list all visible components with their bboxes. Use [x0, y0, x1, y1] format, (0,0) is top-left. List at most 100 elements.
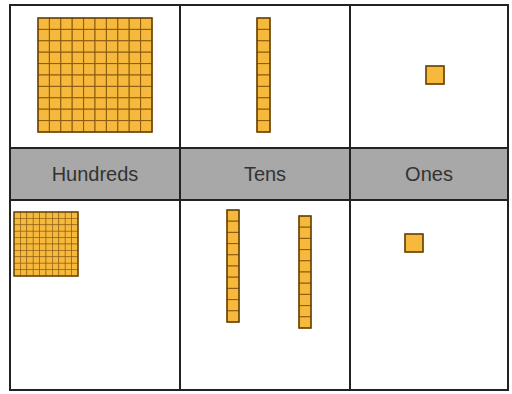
unit-square [52, 250, 58, 256]
row-line [10, 199, 508, 201]
unit-square [40, 263, 46, 269]
unit-square [129, 75, 140, 86]
unit-square [141, 109, 152, 120]
unit-square [106, 41, 117, 52]
unit-square [65, 212, 71, 218]
unit-square [46, 257, 52, 263]
unit-square [106, 52, 117, 63]
unit-square [299, 238, 311, 249]
unit-square [84, 121, 95, 132]
unit-square [27, 238, 33, 244]
unit-square [52, 270, 58, 276]
unit-square [14, 238, 20, 244]
unit-square [95, 86, 106, 97]
unit-square [27, 270, 33, 276]
unit-square [118, 41, 129, 52]
unit-square [40, 270, 46, 276]
unit-square [59, 218, 65, 224]
unit-square [72, 64, 83, 75]
unit-square [299, 294, 311, 305]
unit-square [106, 121, 117, 132]
unit-square [33, 238, 39, 244]
unit-square [46, 244, 52, 250]
unit-square [299, 272, 311, 283]
unit-square [38, 75, 49, 86]
unit-square [141, 18, 152, 29]
unit-square [20, 218, 26, 224]
unit-square [59, 257, 65, 263]
unit-square [84, 98, 95, 109]
unit-square [72, 121, 83, 132]
unit-square [61, 121, 72, 132]
column-header: Ones [350, 148, 508, 200]
unit-square [46, 231, 52, 237]
unit-square [40, 244, 46, 250]
unit-square [227, 300, 239, 311]
unit-square [61, 18, 72, 29]
unit-square [129, 109, 140, 120]
unit-square [84, 29, 95, 40]
unit-square [72, 86, 83, 97]
unit-square [129, 121, 140, 132]
unit-square [106, 98, 117, 109]
one-cube [405, 234, 423, 252]
unit-square [118, 52, 129, 63]
unit-square [59, 263, 65, 269]
unit-square [14, 270, 20, 276]
unit-square [38, 64, 49, 75]
unit-square [14, 218, 20, 224]
unit-square [49, 41, 60, 52]
unit-square [141, 86, 152, 97]
unit-square [141, 75, 152, 86]
unit-square [20, 225, 26, 231]
unit-square [72, 257, 78, 263]
unit-square [52, 238, 58, 244]
unit-square [20, 231, 26, 237]
unit-square [227, 288, 239, 299]
unit-square [49, 29, 60, 40]
unit-square [20, 270, 26, 276]
unit-square [257, 86, 270, 97]
unit-square [38, 52, 49, 63]
unit-square [49, 98, 60, 109]
unit-square [61, 109, 72, 120]
ten-rod [227, 210, 239, 322]
unit-square [61, 98, 72, 109]
unit-square [52, 218, 58, 224]
unit-square [49, 86, 60, 97]
unit-square [46, 270, 52, 276]
unit-square [27, 244, 33, 250]
unit-square [49, 121, 60, 132]
unit-square [59, 270, 65, 276]
unit-square [227, 266, 239, 277]
unit-square [27, 257, 33, 263]
unit-square [49, 75, 60, 86]
unit-square [27, 218, 33, 224]
unit-square [141, 64, 152, 75]
unit-square [65, 231, 71, 237]
unit-square [118, 86, 129, 97]
unit-square [257, 29, 270, 40]
unit-square [20, 244, 26, 250]
unit-square [141, 29, 152, 40]
unit-square [257, 41, 270, 52]
unit-square [227, 277, 239, 288]
hundred-flat [14, 212, 78, 276]
table-border [10, 5, 508, 390]
unit-square [52, 244, 58, 250]
unit-square [40, 250, 46, 256]
unit-square [72, 52, 83, 63]
unit-square [49, 52, 60, 63]
unit-square [14, 257, 20, 263]
unit-square [61, 64, 72, 75]
unit-square [129, 18, 140, 29]
unit-square [46, 212, 52, 218]
unit-square [72, 41, 83, 52]
unit-square [61, 41, 72, 52]
unit-square [227, 311, 239, 322]
unit-square [49, 109, 60, 120]
unit-square [46, 238, 52, 244]
unit-square [27, 263, 33, 269]
column-line [179, 5, 181, 390]
unit-square [141, 121, 152, 132]
